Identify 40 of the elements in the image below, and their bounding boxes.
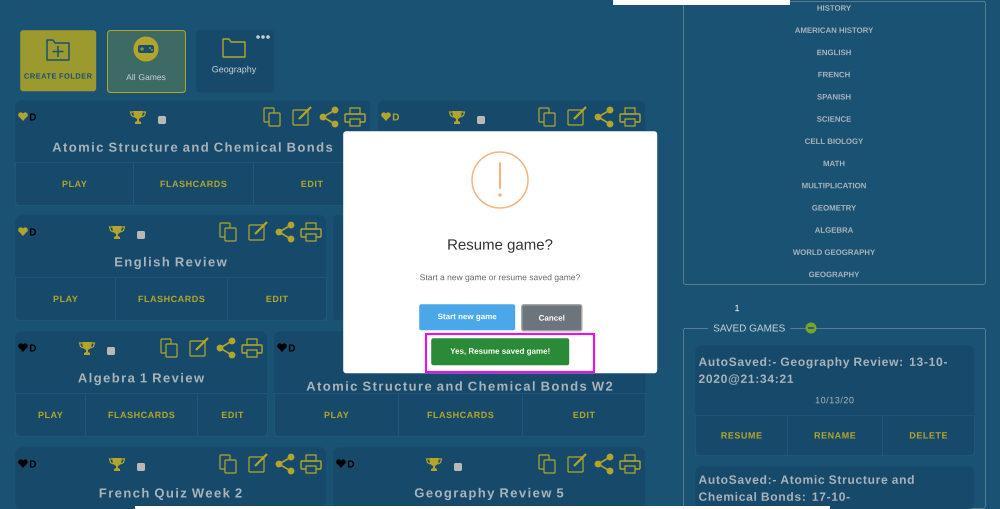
resume-button: RESUME [695,415,788,456]
start-button: Start new game [419,304,516,330]
card-title: Geography Review 5 [414,488,564,500]
all-games-tile: All Games [107,30,186,93]
grade-letter: D [30,228,36,236]
play-button: PLAY [15,277,116,321]
card-title: English Review [115,256,227,270]
grade-letter: D [288,344,296,352]
card-title: Atomic Structure and Chemical Bonds W2 [306,381,612,391]
play-button: PLAY [274,393,399,437]
rename-button: RENAME [787,415,883,456]
flashcards-button: FLASHCARDS [115,277,228,321]
play-button: PLAY [15,162,134,206]
flashcards-button: FLASHCARDS [133,162,254,206]
edit-button: EDIT [227,277,327,321]
folder-tile: Geography [196,30,274,92]
resume-button: Yes, Resume saved game! [431,338,570,366]
grade-letter: D [30,344,36,352]
saved-game-title: AutoSaved:- Atomic Structure and Chemical Bonds: 17-10- [698,475,914,501]
cancel-button: Cancel [521,304,582,332]
highlight-frame [425,333,595,373]
edit-button: EDIT [197,393,268,437]
grade-letter: D [30,114,36,120]
play-button: PLAY [15,393,86,437]
card-title: Atomic Structure and Chemical Bonds [52,142,332,152]
dialog-title: Resume game? [448,239,552,253]
flashcards-button: FLASHCARDS [398,393,523,437]
grade-letter: D [30,460,36,468]
card-title: French Quiz Week 2 [100,488,242,500]
delete-button: DELETE [882,415,975,456]
dialog-message: Start a new game or resume saved game? [420,274,580,282]
saved-date: 10/13/20 [816,396,854,404]
game-card [333,215,344,320]
grade-letter: D [392,114,400,120]
grade-letter: D [348,460,354,468]
card-title: Algebra 1 Review [78,372,204,386]
counter-number: 1 [735,304,740,312]
saved-game-title: AutoSaved:- Geography Review: 13-10-2020@21:34:21 [698,357,947,385]
flashcards-button: FLASHCARDS [85,393,198,437]
edit-button: EDIT [522,393,646,437]
